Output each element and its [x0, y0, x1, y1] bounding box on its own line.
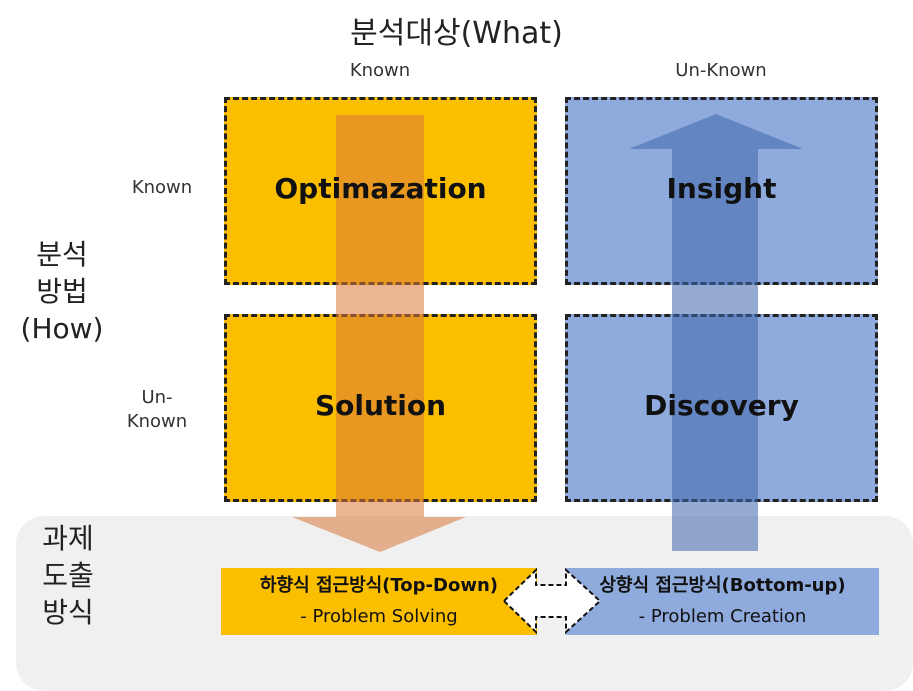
side-label-line-2: 방법 — [36, 275, 88, 308]
bottom-up-subtitle: - Problem Creation — [638, 606, 807, 627]
insight-label: Insight — [666, 172, 777, 205]
row-header-unknown: Un-Known — [126, 387, 188, 432]
column-header-known: Known — [349, 60, 411, 81]
side-label-line-1: 분석 — [36, 238, 88, 271]
row-header-known: Known — [131, 177, 193, 198]
solution-label: Solution — [314, 389, 447, 422]
bottom-up-arrow — [629, 114, 803, 551]
top-down-arrow — [292, 115, 466, 552]
side-label-line-3: (How) — [20, 312, 104, 345]
bottom-up-box — [566, 568, 879, 635]
optimization-label: Optimazation — [274, 172, 487, 205]
top-down-title: 하향식 접근방식(Top-Down) — [260, 575, 498, 596]
column-header-unknown: Un-Known — [675, 60, 767, 81]
derivation-label-line-2: 도출 — [42, 559, 94, 592]
diagram-title: 분석대상(What) — [350, 16, 563, 51]
double-arrow-icon — [502, 567, 602, 635]
derivation-label-line-1: 과제 — [42, 522, 94, 555]
top-down-text: 하향식 접근방식(Top-Down) - Problem Solving — [221, 568, 537, 630]
side-label-derivation: 과제 도출 방식 — [18, 520, 118, 631]
derivation-label-line-3: 방식 — [42, 596, 94, 629]
bottom-up-text: 상향식 접근방식(Bottom-up) - Problem Creation — [566, 568, 879, 630]
top-down-subtitle: - Problem Solving — [300, 606, 458, 627]
discovery-label: Discovery — [644, 389, 799, 422]
top-down-box — [221, 568, 537, 635]
bottom-up-title: 상향식 접근방식(Bottom-up) — [599, 575, 846, 596]
side-label-how: 분석 방법 (How) — [12, 236, 112, 347]
